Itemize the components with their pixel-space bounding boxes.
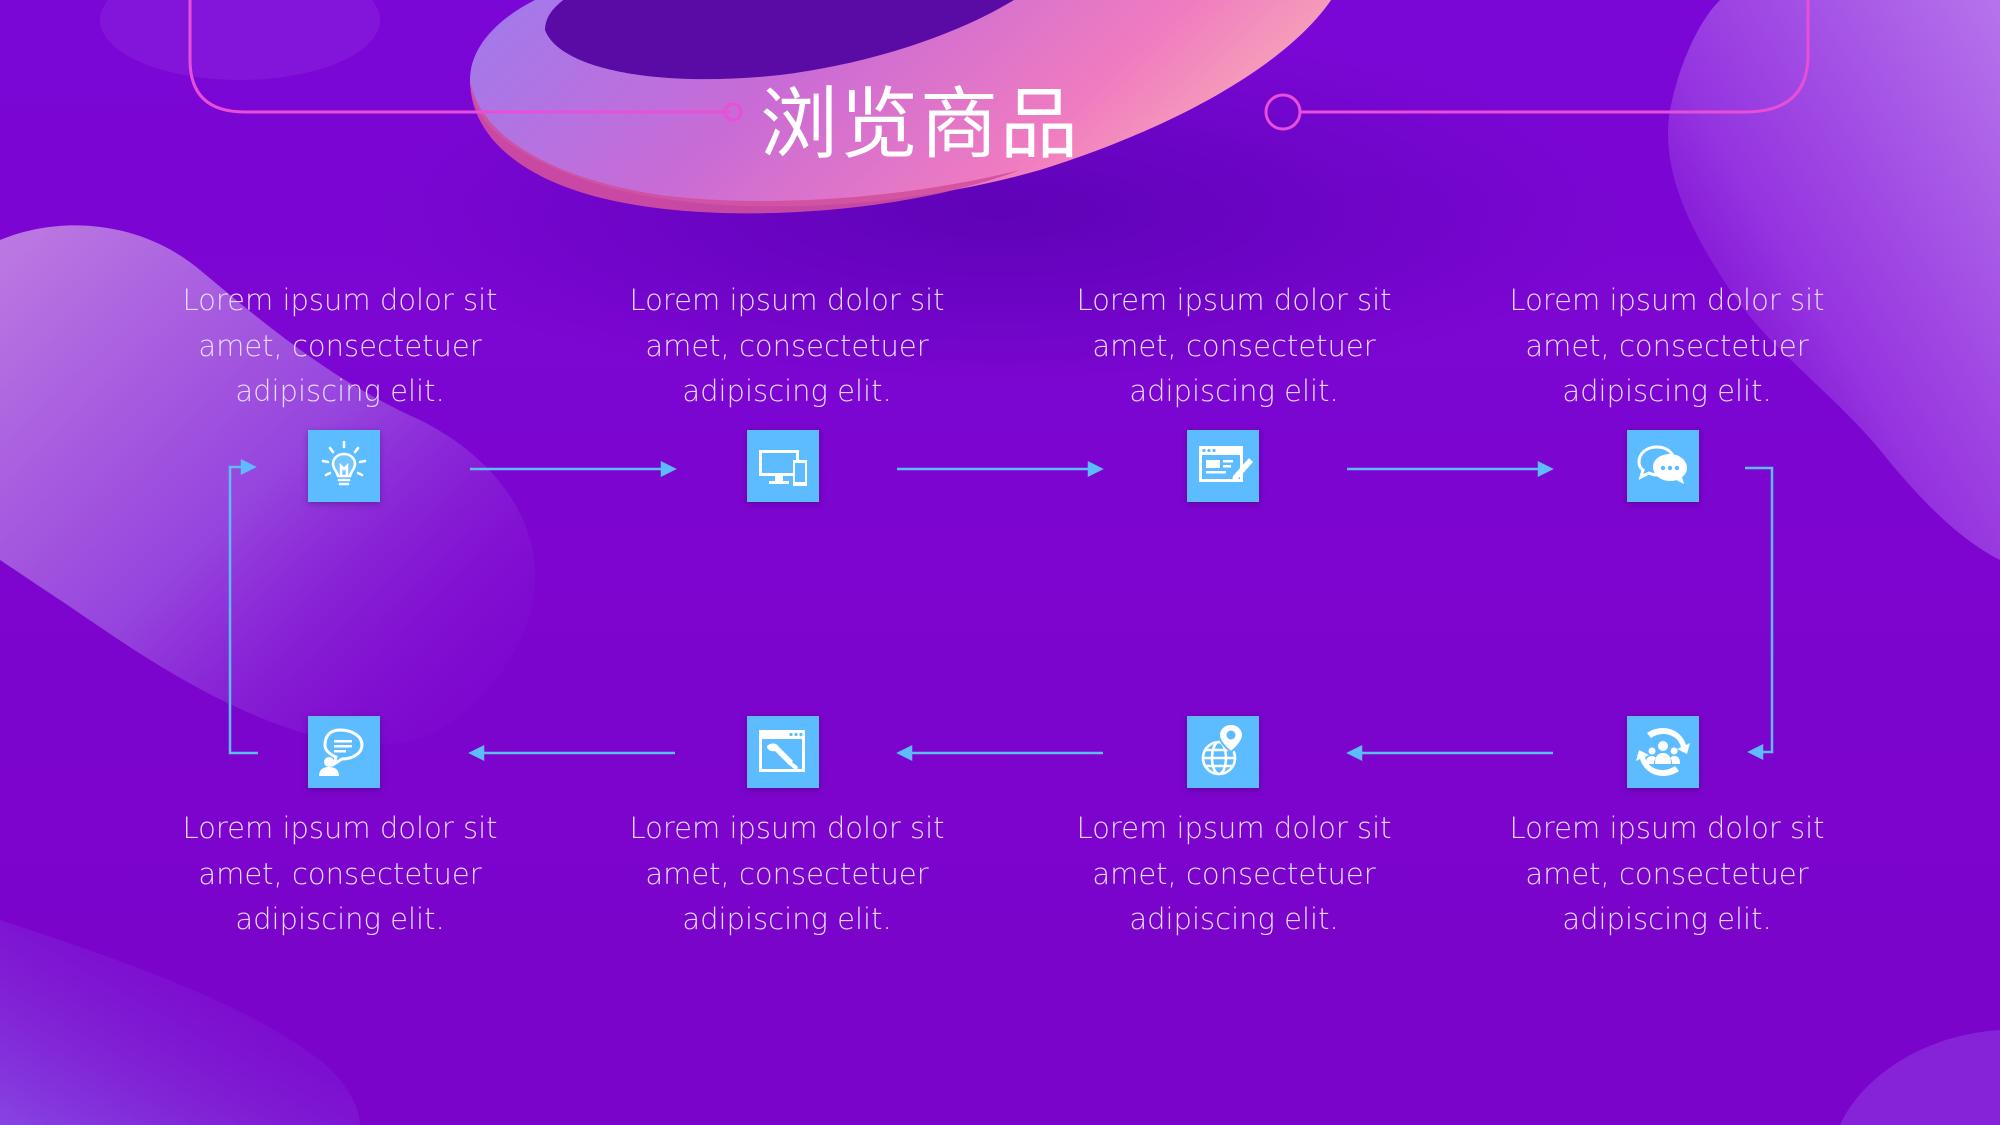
step-8-description: Lorem ipsum dolor sit amet, consectetuer… [182, 811, 498, 936]
devices-icon [759, 450, 807, 486]
step-8-icon-box [308, 716, 380, 788]
step-2-description: Lorem ipsum dolor sit amet, consectetuer… [629, 283, 945, 408]
step-6-description: Lorem ipsum dolor sit amet, consectetuer… [1076, 811, 1392, 936]
lightbulb-icon [321, 440, 367, 486]
step-3-icon-box [1187, 430, 1259, 502]
chat-bubbles-icon [1637, 445, 1687, 484]
ring-decoration [470, 0, 1331, 214]
step-5-description: Lorem ipsum dolor sit amet, consectetuer… [1509, 811, 1825, 936]
step-4-icon-box [1627, 430, 1699, 502]
step-3-description: Lorem ipsum dolor sit amet, consectetuer… [1076, 283, 1392, 408]
title-frame [188, 0, 1810, 131]
step-2-icon-box [747, 430, 819, 502]
page-title: 浏览商品 [759, 80, 1080, 170]
step-7-icon-box [747, 716, 819, 788]
user-speech-icon [319, 728, 364, 776]
edit-window-icon [1199, 446, 1253, 482]
step-5-icon-box [1627, 716, 1699, 788]
step-1-description: Lorem ipsum dolor sit amet, consectetuer… [182, 283, 498, 408]
step-7-description: Lorem ipsum dolor sit amet, consectetuer… [629, 811, 945, 936]
refresh-team-icon [1636, 728, 1690, 776]
flow-connectors [228, 458, 1774, 762]
step-1-icon-box [308, 430, 380, 502]
window-tools-icon [759, 730, 805, 772]
step-4-description: Lorem ipsum dolor sit amet, consectetuer… [1509, 283, 1825, 408]
step-6-icon-box [1187, 716, 1259, 788]
globe-pin-icon [1201, 722, 1245, 776]
